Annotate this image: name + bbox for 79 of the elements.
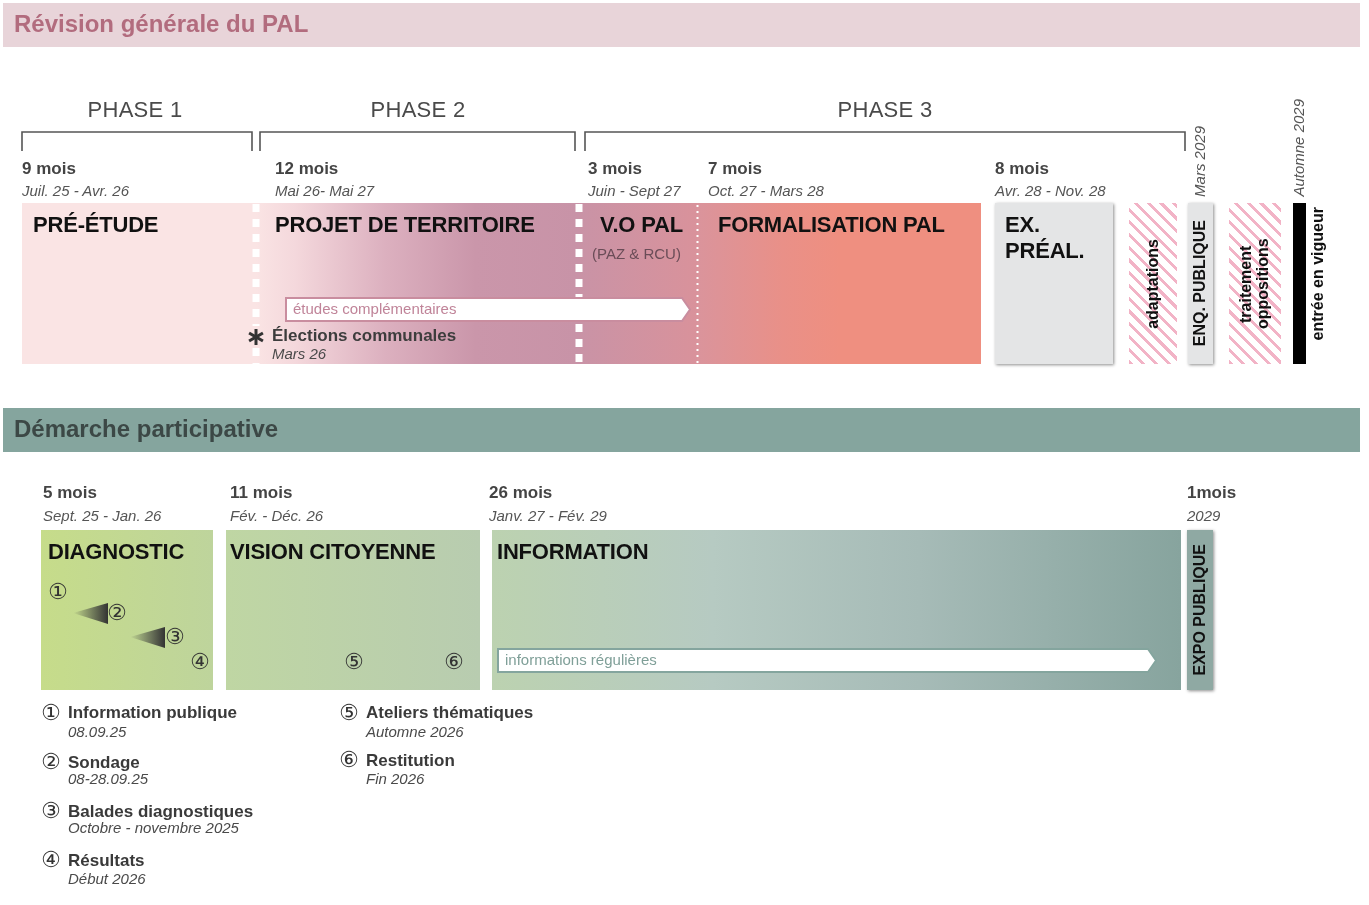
phase-bar: [1188, 203, 1213, 364]
section-band: [3, 3, 1360, 47]
phase-label: PHASE 1: [87, 97, 183, 123]
phase-title: FORMALISATION PAL: [718, 212, 945, 238]
date-range-label: Oct. 27 - Mars 28: [708, 182, 824, 200]
phase-title: INFORMATION: [497, 539, 649, 565]
date-range-label: Sept. 25 - Jan. 26: [43, 507, 162, 525]
section-title: Révision générale du PAL: [14, 10, 309, 38]
callout-number: ①: [48, 581, 68, 603]
callout-number: ④: [190, 651, 210, 673]
event-date: Fin 2026: [366, 770, 425, 788]
phase-box: [995, 203, 1113, 364]
phase-box: [22, 203, 256, 364]
date-range-label: Juin - Sept 27: [588, 182, 681, 200]
hatched-phase-bar: [1129, 203, 1177, 364]
callout-number: ③: [41, 800, 61, 822]
date-label: Mars 2029: [1192, 126, 1207, 197]
callout-number: ③: [165, 626, 185, 648]
event-date: Mars 26: [272, 345, 327, 363]
phase-title: ENQ. PUBLIQUE: [1192, 220, 1209, 347]
phase-box: [697, 203, 981, 364]
date-label: Automne 2029: [1291, 99, 1306, 197]
date-range-label: Juil. 25 - Avr. 26: [22, 182, 129, 200]
phase-box: [492, 530, 1181, 690]
duration-label: 26 mois: [489, 483, 553, 503]
phase-label: PHASE 3: [837, 97, 933, 123]
phase-title: PROJET DE TERRITOIRE: [275, 212, 535, 238]
duration-label: 5 mois: [43, 483, 97, 503]
event-name: Restitution: [366, 751, 455, 771]
event-date: 08-28.09.25: [68, 770, 149, 788]
phase-title: DIAGNOSTIC: [48, 539, 185, 565]
duration-label: 1mois: [1187, 483, 1237, 503]
event-date: 08.09.25: [68, 723, 127, 741]
date-range-label: Fév. - Déc. 26: [230, 507, 324, 525]
event-name: Balades diagnostiques: [68, 802, 254, 822]
duration-label: 7 mois: [708, 159, 762, 179]
duration-label: 8 mois: [995, 159, 1049, 179]
phase-title: adaptations: [1144, 238, 1162, 329]
date-range-label: Mai 26- Mai 27: [275, 182, 375, 200]
phase-title: VISION CITOYENNE: [230, 539, 436, 565]
milestone-label: entrée en vigueur: [1310, 207, 1327, 341]
section-band: [3, 408, 1360, 452]
section-title: Démarche participative: [14, 415, 279, 443]
event-name: Élections communales: [272, 326, 457, 346]
phase-label: PHASE 2: [370, 97, 466, 123]
duration-label: 12 mois: [275, 159, 339, 179]
phase-title: V.O PAL: [600, 212, 683, 238]
phase-box: [41, 530, 213, 690]
phase-title: EXPO PUBLIQUE: [1191, 544, 1209, 676]
callout-number: ④: [41, 849, 61, 871]
phase-box: [226, 530, 480, 690]
event-date: Octobre - novembre 2025: [68, 819, 239, 837]
banner-label: études complémentaires: [293, 300, 457, 318]
hatched-phase-bar: [1229, 203, 1281, 364]
phase-title: PRÉ-ÉTUDE: [33, 212, 159, 238]
event-name: Sondage: [68, 753, 140, 773]
phase-subtitle: (PAZ & RCU): [592, 245, 681, 263]
event-name: Ateliers thématiques: [366, 703, 534, 723]
callout-number: ①: [41, 702, 61, 724]
callout-number: ②: [107, 602, 127, 624]
phase-title: EX. PRÉAL.: [1005, 212, 1086, 265]
callout-number: ⑤: [344, 651, 364, 673]
banner-label: informations régulières: [505, 651, 657, 669]
duration-label: 11 mois: [230, 483, 293, 503]
date-range-label: Janv. 27 - Fév. 29: [489, 507, 607, 525]
callout-number: ⑤: [339, 702, 359, 724]
callout-number: ⑥: [444, 651, 464, 673]
date-range-label: 2029: [1187, 507, 1221, 525]
event-name: Information publique: [68, 703, 238, 723]
event-date: Automne 2026: [366, 723, 464, 741]
duration-label: 3 mois: [588, 159, 642, 179]
callout-number: ⑥: [339, 749, 359, 771]
event-name: Résultats: [68, 851, 145, 871]
phase-bar: [1187, 530, 1213, 690]
duration-label: 9 mois: [22, 159, 76, 179]
phase-title: traitement oppositions: [1238, 237, 1272, 331]
callout-number: ②: [41, 751, 61, 773]
date-range-label: Avr. 28 - Nov. 28: [995, 182, 1106, 200]
event-date: Début 2026: [68, 870, 146, 888]
